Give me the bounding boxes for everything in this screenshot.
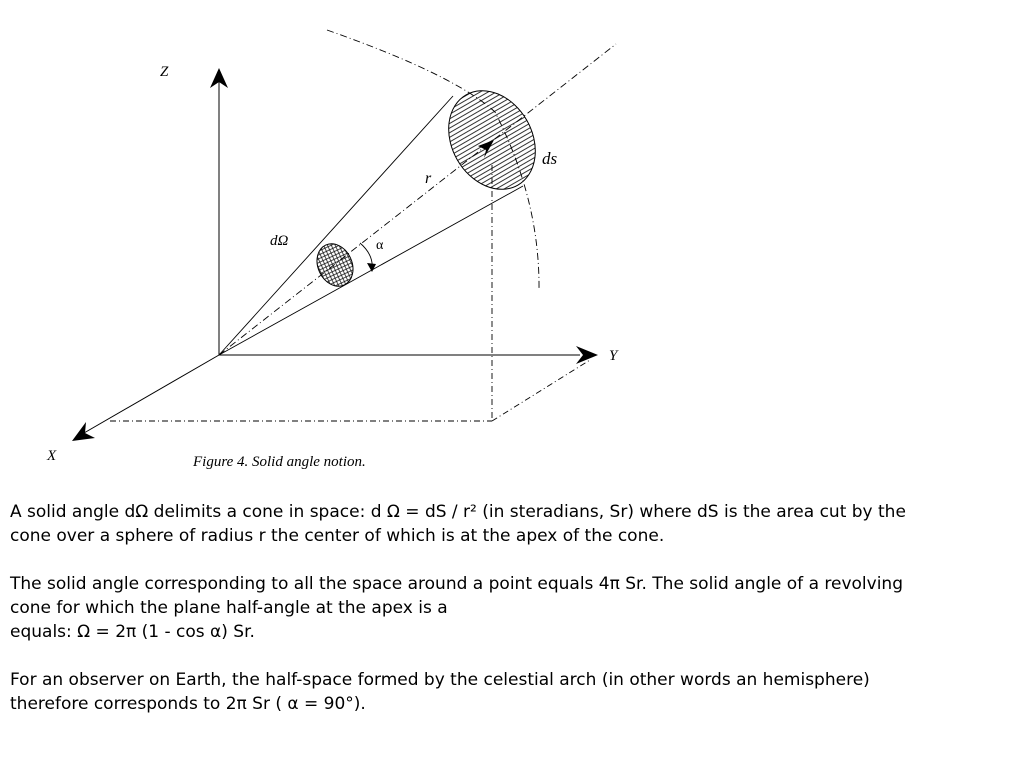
y-axis (219, 346, 598, 364)
paragraph-full-space: The solid angle corresponding to all the… (10, 572, 1000, 644)
z-axis (210, 68, 228, 355)
cone-axis (218, 43, 617, 356)
definition-line-1: A solid angle dΩ delimits a cone in spac… (10, 502, 906, 522)
explanation-text: A solid angle dΩ delimits a cone in spac… (10, 500, 1000, 740)
full-space-line-1: The solid angle corresponding to all the… (10, 574, 903, 594)
projection-lines (110, 165, 591, 422)
solid-angle-diagram: Z Y X dΩ r ds α Figure 4. Solid angle no… (46, 29, 619, 470)
radius-label: r (425, 170, 432, 187)
paragraph-hemisphere: For an observer on Earth, the half-space… (10, 668, 1000, 716)
x-axis-label: X (46, 448, 57, 464)
figure-caption: Figure 4. Solid angle notion. (192, 454, 366, 470)
full-space-line-3: equals: Ω = 2π (1 - cos α) Sr. (10, 622, 255, 642)
x-axis (72, 354, 220, 441)
alpha-arrowhead (367, 263, 376, 272)
z-arrowhead (210, 68, 228, 88)
full-space-line-2: cone for which the plane half-angle at t… (10, 598, 448, 618)
surface-label: ds (542, 149, 558, 168)
solid-angle-label: dΩ (270, 233, 289, 249)
hemisphere-line-2: therefore corresponds to 2π Sr ( α = 90°… (10, 694, 366, 714)
surface-element-ds (448, 90, 536, 190)
alpha-label: α (376, 238, 384, 253)
definition-line-2: cone over a sphere of radius r the cente… (10, 526, 665, 546)
z-axis-label: Z (160, 64, 169, 80)
small-cross-section (316, 243, 354, 287)
y-arrowhead (576, 346, 598, 364)
x-arrowhead (72, 422, 95, 441)
y-axis-label: Y (609, 348, 619, 364)
paragraph-definition: A solid angle dΩ delimits a cone in spac… (10, 500, 1000, 548)
hemisphere-line-1: For an observer on Earth, the half-space… (10, 670, 870, 690)
cone-edges (218, 95, 524, 356)
radius-arrowhead (478, 140, 494, 158)
